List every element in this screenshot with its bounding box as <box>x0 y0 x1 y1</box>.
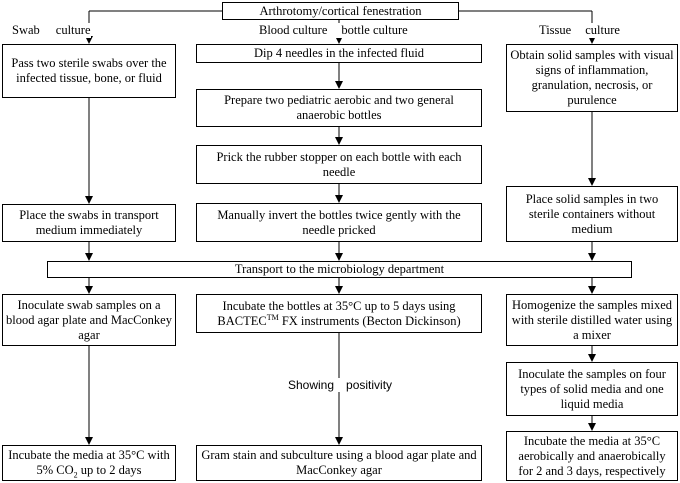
blood-step1-box: Dip 4 needles in the infected fluid <box>196 44 482 63</box>
showing-part2: positivity <box>346 378 393 392</box>
blood-step4-text: Manually invert the bottles twice gently… <box>217 207 461 237</box>
swab-step2-box: Place the swabs in transport medium imme… <box>2 204 176 242</box>
swab-culture-label: Swab culture <box>12 23 91 38</box>
swab-label-part1: Swab <box>12 23 40 37</box>
blood-step2-box: Prepare two pediatric aerobic and two ge… <box>196 89 482 127</box>
swab-step3-box: Inoculate swab samples on a blood agar p… <box>2 294 176 346</box>
showing-positivity-label: Showing positivity <box>288 378 393 392</box>
blood-step6-text: Gram stain and subculture using a blood … <box>201 448 477 477</box>
tissue-step2-text: Place solid samples in two sterile conta… <box>525 191 659 236</box>
swab-step2-text: Place the swabs in transport medium imme… <box>19 208 159 237</box>
swab-step4-text: Incubate the media at 35°C with 5% CO2 u… <box>6 448 172 480</box>
tissue-step1-box: Obtain solid samples with visual signs o… <box>506 44 678 112</box>
blood-step6-box: Gram stain and subculture using a blood … <box>196 445 482 481</box>
showing-part1: Showing <box>288 378 335 392</box>
tissue-culture-label: Tissue culture <box>539 23 620 38</box>
blood-step5-b: FX instruments (Becton Dickinson) <box>278 313 461 328</box>
swab-step4-main: Incubate the media at 35°C with 5% CO <box>8 448 170 477</box>
tissue-step3-box: Homogenize the samples mixed with steril… <box>506 294 678 346</box>
tissue-label-part2: culture <box>585 23 620 37</box>
title-box: Arthrotomy/cortical fenestration <box>222 2 459 20</box>
blood-step3-box: Prick the rubber stopper on each bottle … <box>196 145 482 184</box>
swab-step4-end: up to 2 days <box>77 463 142 477</box>
transport-box: Transport to the microbiology department <box>47 261 632 278</box>
tissue-step4-text: Inoculate the samples on four types of s… <box>518 366 666 411</box>
blood-step3-text: Prick the rubber stopper on each bottle … <box>216 149 462 179</box>
tissue-step2-box: Place solid samples in two sterile conta… <box>506 186 678 242</box>
blood-step4-box: Manually invert the bottles twice gently… <box>196 203 482 242</box>
tissue-step1-text: Obtain solid samples with visual signs o… <box>510 48 674 107</box>
blood-step2-text: Prepare two pediatric aerobic and two ge… <box>224 93 454 122</box>
blood-step5-text: Incubate the bottles at 35°C up to 5 day… <box>200 299 478 329</box>
transport-text: Transport to the microbiology department <box>234 262 445 276</box>
blood-label-part1: Blood culture <box>259 23 328 37</box>
title-text: Arthrotomy/cortical fenestration <box>259 3 422 18</box>
blood-label-part2: bottle culture <box>341 23 408 37</box>
blood-step5-a: Incubate the bottles at 35°C up to 5 day… <box>217 298 456 328</box>
blood-step5-box: Incubate the bottles at 35°C up to 5 day… <box>196 294 482 333</box>
swab-label-part2: culture <box>55 23 91 37</box>
tissue-step3-text: Homogenize the samples mixed with steril… <box>511 297 673 342</box>
tissue-label-part1: Tissue <box>539 23 572 37</box>
swab-step4-sub: 2 <box>73 470 78 480</box>
swab-step3-text: Inoculate swab samples on a blood agar p… <box>6 297 172 342</box>
blood-step1-text: Dip 4 needles in the infected fluid <box>253 46 425 60</box>
swab-step1-box: Pass two sterile swabs over the infected… <box>2 44 176 98</box>
tissue-step5-box: Incubate the media at 35°C aerobically a… <box>506 431 678 481</box>
blood-culture-label: Blood culture bottle culture <box>259 23 408 38</box>
tissue-step5-text: Incubate the media at 35°C aerobically a… <box>518 433 666 478</box>
tissue-step4-box: Inoculate the samples on four types of s… <box>506 362 678 416</box>
swab-step1-text: Pass two sterile swabs over the infected… <box>11 56 167 85</box>
blood-step5-sup: TM <box>266 312 279 322</box>
swab-step4-box: Incubate the media at 35°C with 5% CO2 u… <box>2 445 176 481</box>
